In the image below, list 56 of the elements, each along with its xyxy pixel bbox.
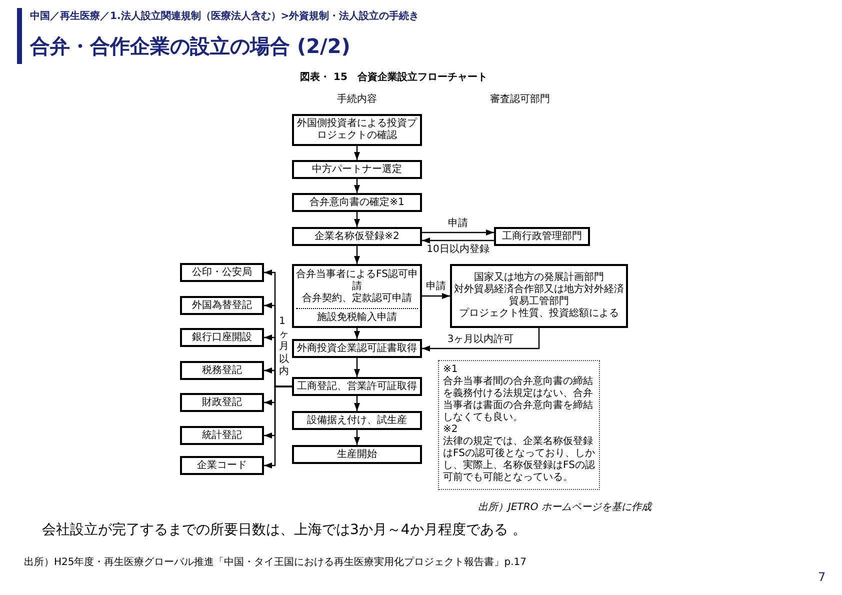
arrow xyxy=(354,212,360,227)
column-heading: 手続内容 xyxy=(337,94,377,106)
note-text: ※1 xyxy=(443,364,458,376)
process-box xyxy=(292,264,422,328)
column-heading: 審査認可部門 xyxy=(490,94,550,106)
arrow xyxy=(422,238,494,244)
source-note: 出所）JETRO ホームページを基に作成 xyxy=(478,502,652,514)
arrow xyxy=(354,430,360,445)
summary-text: 会社設立が完了するまでの所要日数は、上海では3か月～4か月程度である 。 xyxy=(42,522,526,540)
process-box: 中方パートナー選定 xyxy=(292,160,422,179)
process-box: 工商行政管理部門 xyxy=(494,227,590,246)
page-number: 7 xyxy=(818,570,826,585)
edge-label: 申請 xyxy=(425,282,447,292)
process-box: 財政登記 xyxy=(180,393,264,412)
breadcrumb: 中国／再生医療／1.法人設立関連規制（医療法人含む）>外資規制・法人設立の手続き xyxy=(30,11,420,24)
box-text: 合弁当事者によるFS認可申請 xyxy=(296,268,418,292)
process-box: 企業コード xyxy=(180,456,264,475)
edge-label: 3ヶ月以内許可 xyxy=(446,334,515,344)
arrow xyxy=(354,179,360,193)
process-box: 企業名称仮登録※2 xyxy=(292,227,422,246)
arrow xyxy=(422,230,494,236)
figure-title: 図表・ 15 合資企業設立フローチャート xyxy=(300,72,488,84)
page-title: 合弁・合作企業の設立の場合 (2/2) xyxy=(30,34,350,59)
box-text: プロジェクト性質、投資総額による xyxy=(459,308,619,320)
process-box: 設備据え付け、試生産 xyxy=(292,411,422,430)
arrow xyxy=(354,246,360,264)
box-text: 対外貿易経済合作部又は地方対外経済貿易工管部門 xyxy=(454,284,624,308)
process-box: 外商投資企業認可証書取得 xyxy=(292,339,422,358)
arrow xyxy=(422,328,540,352)
box-text: 施設免税輸入申請 xyxy=(296,308,418,324)
note-text: 法律の規定では、企業名称仮登録はFSの認可後となっており、しかし、実際上、名称仮登録はFSの認可前でも可能となっている。 xyxy=(443,436,595,484)
process-box: 外国側投資者による投資プロジェクトの確認 xyxy=(292,114,422,146)
edge-label: 申請 xyxy=(447,218,469,228)
process-box: 合弁意向書の確定※1 xyxy=(292,193,422,212)
arrow xyxy=(354,396,360,411)
process-box: 生産開始 xyxy=(292,445,422,464)
process-box xyxy=(450,264,628,328)
arrow xyxy=(354,358,360,377)
note-box xyxy=(438,360,600,490)
arrow xyxy=(422,293,450,299)
box-text: 国家又は地方の発展計画部門 xyxy=(474,272,604,284)
note-text: ※2 xyxy=(443,424,458,436)
arrow xyxy=(264,386,292,468)
arrow xyxy=(354,328,360,339)
process-box: 工商登記、営業許可証取得 xyxy=(292,377,422,396)
source-note: 出所）H25年度・再生医療グローバル推進「中国・タイ王国における再生医療実用化プロジェクト報告書」p.17 xyxy=(24,557,526,570)
process-box: 統計登記 xyxy=(180,426,264,445)
process-box: 外国為替登記 xyxy=(180,296,264,315)
process-box: 税務登記 xyxy=(180,361,264,380)
note-text: 合弁当事者間の合弁意向書の締結を義務付ける法規定はない、合弁当事者は書面の合弁意向書を締結しなくても良い。 xyxy=(443,376,594,424)
process-box: 銀行口座開設 xyxy=(180,328,264,347)
duration-label: 1ヶ月以内 xyxy=(279,316,289,378)
box-text: 合弁契約、定款認可申請 xyxy=(302,292,412,304)
edge-label: 10日以内登録 xyxy=(426,244,490,254)
arrow xyxy=(354,146,360,160)
process-box: 公印・公安局 xyxy=(180,263,264,282)
